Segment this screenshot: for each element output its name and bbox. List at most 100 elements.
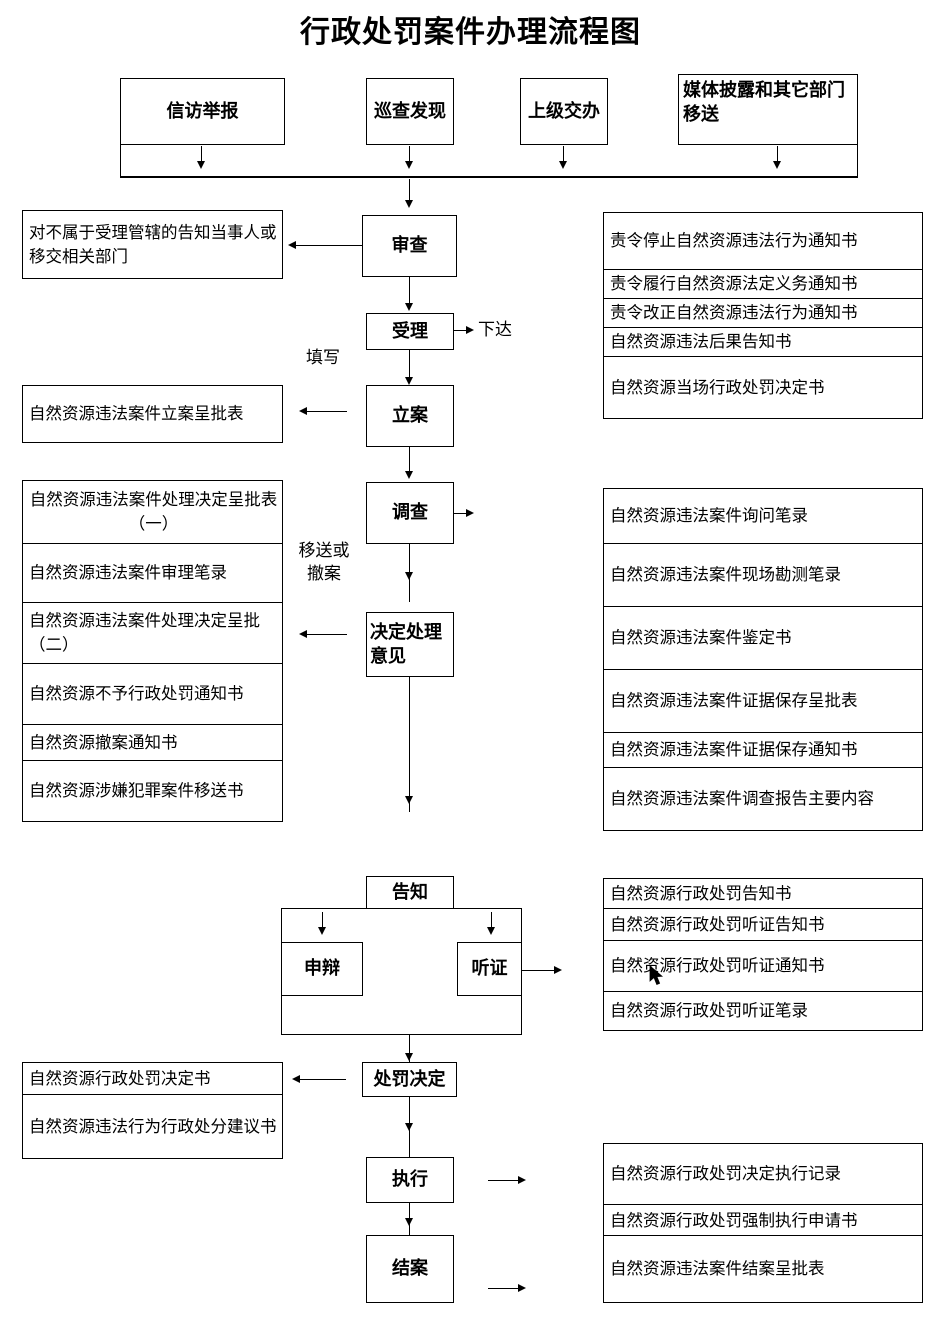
arrow-down-icon [559,161,567,169]
doc-label: 责令履行自然资源法定义务通知书 [610,274,858,293]
connector-line [409,350,410,381]
doc-label: 自然资源违法案件处理决定呈批表（一） [29,490,278,533]
output-doc-acceptance-3[interactable]: 自然资源违法后果告知书 [603,327,923,357]
arrow-right-icon [554,966,562,974]
output-doc-investigation-5[interactable]: 自然资源违法案件调查报告主要内容 [603,767,923,831]
doc-label: 自然资源不予行政处罚通知书 [29,684,244,703]
output-doc-decision-5[interactable]: 自然资源涉嫌犯罪案件移送书 [22,760,283,822]
source-box-xuncha[interactable]: 巡查发现 [366,78,454,145]
source-label: 信访举报 [166,100,239,122]
arrow-down-icon [405,200,413,208]
process-node-diaocha[interactable]: 调查 [366,482,454,544]
source-box-meiti[interactable]: 媒体披露和其它部门移送 [678,74,858,145]
connector-line [296,1079,346,1080]
process-node-chufa[interactable]: 处罚决定 [362,1062,457,1097]
doc-label: 自然资源涉嫌犯罪案件移送书 [29,781,244,800]
arrow-left-icon [288,241,296,249]
output-doc-acceptance-0[interactable]: 责令停止自然资源违法行为通知书 [603,212,923,270]
doc-label: 自然资源违法案件证据保存呈批表 [610,691,858,710]
doc-label: 自然资源违法案件证据保存通知书 [610,740,858,759]
output-doc-notice-0[interactable]: 自然资源行政处罚告知书 [603,878,923,909]
connector-label-yisong: 移送或 撤案 [298,541,350,584]
source-bus-bar [120,145,858,178]
doc-label: 责令停止自然资源违法行为通知书 [610,231,858,250]
arrow-down-icon [405,377,413,385]
connector-line [563,146,564,164]
arrow-down-icon [773,161,781,169]
connector-label-xiada: 下达 [478,320,512,340]
doc-label: 自然资源违法案件现场勘测笔录 [610,565,841,584]
connector-line [303,634,347,635]
connector-line [409,277,410,306]
connector-line [454,513,468,514]
process-label: 调查 [392,502,428,523]
output-doc-investigation-1[interactable]: 自然资源违法案件现场勘测笔录 [603,543,923,607]
doc-label: 自然资源违法案件询问笔录 [610,506,808,525]
output-doc-closing-0[interactable]: 自然资源违法案件结案呈批表 [603,1235,923,1303]
source-label: 媒体披露和其它部门移送 [683,80,845,125]
doc-label: 自然资源行政处罚决定书 [29,1068,211,1088]
output-doc-decision-1[interactable]: 自然资源违法案件审理笔录 [22,543,283,603]
process-node-lian[interactable]: 立案 [366,385,454,447]
arrow-right-icon [466,509,474,517]
doc-label: 自然资源行政处罚告知书 [610,883,792,903]
output-doc-execution-1[interactable]: 自然资源行政处罚强制执行申请书 [603,1204,923,1238]
doc-label: 对不属于受理管辖的告知当事人或移交相关部门 [29,222,277,266]
output-doc-execution-0[interactable]: 自然资源行政处罚决定执行记录 [603,1143,923,1205]
arrow-down-icon [197,161,205,169]
connector-line [522,970,556,971]
arrow-down-icon [487,927,495,935]
output-doc-filing-0[interactable]: 自然资源违法案件立案呈批表 [22,385,283,443]
output-doc-notice-3[interactable]: 自然资源行政处罚听证笔录 [603,991,923,1031]
output-doc-decision-3[interactable]: 自然资源不予行政处罚通知书 [22,663,283,725]
process-node-zhixing[interactable]: 执行 [366,1157,454,1203]
output-doc-investigation-3[interactable]: 自然资源违法案件证据保存呈批表 [603,669,923,733]
output-doc-penalty-0[interactable]: 自然资源行政处罚决定书 [22,1062,283,1095]
process-node-shencha[interactable]: 审查 [362,215,457,277]
arrow-right-icon [518,1284,526,1292]
output-doc-decision-2[interactable]: 自然资源违法案件处理决定呈批（二） [22,602,283,664]
connector-line [303,411,347,412]
connector-line [488,1288,520,1289]
process-label: 告知 [392,881,428,903]
process-node-jiean[interactable]: 结案 [366,1235,454,1303]
process-node-jueding[interactable]: 决定处理意见 [366,612,454,677]
arrow-down-icon [405,161,413,169]
source-box-shangji[interactable]: 上级交办 [520,78,608,145]
process-label: 执行 [392,1169,428,1190]
output-doc-decision-4[interactable]: 自然资源撤案通知书 [22,724,283,761]
process-label: 审查 [391,235,428,256]
process-node-tingzheng[interactable]: 听证 [457,942,522,996]
process-node-shouli[interactable]: 受理 [366,313,454,350]
connector-line [491,912,492,930]
output-doc-acceptance-1[interactable]: 责令履行自然资源法定义务通知书 [603,269,923,299]
process-label: 立案 [392,405,428,426]
doc-label: 自然资源撤案通知书 [29,732,178,752]
output-doc-acceptance-2[interactable]: 责令改正自然资源违法行为通知书 [603,298,923,328]
output-doc-investigation-4[interactable]: 自然资源违法案件证据保存通知书 [603,732,923,768]
output-doc-notice-2[interactable]: 自然资源行政处罚听证通知书 [603,940,923,992]
arrow-down-icon [405,303,413,311]
connector-line [322,912,323,930]
process-label: 受理 [392,320,428,342]
doc-label: 自然资源行政处罚听证通知书 [610,956,825,975]
output-doc-acceptance-4[interactable]: 自然资源当场行政处罚决定书 [603,356,923,419]
process-node-shenbian[interactable]: 申辩 [281,942,363,996]
connector-line [488,1180,520,1181]
output-doc-investigation-0[interactable]: 自然资源违法案件询问笔录 [603,488,923,544]
arrow-right-icon [466,326,474,334]
doc-label: 自然资源违法案件处理决定呈批（二） [29,611,260,654]
source-box-xinfang[interactable]: 信访举报 [120,78,285,145]
output-doc-notice-1[interactable]: 自然资源行政处罚听证告知书 [603,908,923,941]
connector-line [409,1035,410,1065]
doc-label: 自然资源违法行为行政处分建议书 [29,1116,277,1136]
output-doc-penalty-1[interactable]: 自然资源违法行为行政处分建议书 [22,1094,283,1159]
process-node-gaozhi[interactable]: 告知 [366,876,454,909]
arrow-down-icon [405,471,413,479]
output-doc-not-accepted[interactable]: 对不属于受理管辖的告知当事人或移交相关部门 [22,210,283,279]
arrow-left-icon [299,407,307,415]
output-doc-decision-0[interactable]: 自然资源违法案件处理决定呈批表（一） [22,480,283,544]
output-doc-investigation-2[interactable]: 自然资源违法案件鉴定书 [603,606,923,670]
connector-label-tianxie: 填写 [306,348,340,368]
